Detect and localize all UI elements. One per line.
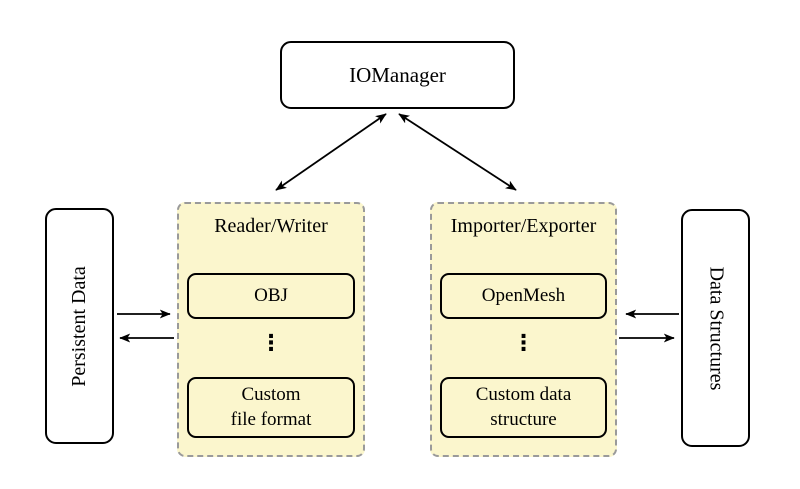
data-structures-node: Data Structures xyxy=(681,209,750,447)
openmesh-box: OpenMesh xyxy=(440,273,607,319)
data-structures-label: Data Structures xyxy=(705,266,728,390)
persistent-data-label: Persistent Data xyxy=(68,265,90,387)
persistent-data-node: Persistent Data xyxy=(45,208,114,444)
custom-file-format-box: Custom file format xyxy=(187,377,355,438)
arrow-iomanager-readerwriter xyxy=(275,113,387,191)
importer-exporter-container: Importer/Exporter OpenMesh ⋮ Custom data… xyxy=(430,202,617,457)
iomanager-label: IOManager xyxy=(349,62,446,87)
obj-box: OBJ xyxy=(187,273,355,319)
obj-label: OBJ xyxy=(254,284,288,306)
custom-data-structure-line1: Custom data xyxy=(475,383,572,405)
importer-exporter-ellipsis: ⋮ xyxy=(512,331,535,356)
custom-data-structure-line2: structure xyxy=(490,408,557,430)
iomanager-node: IOManager xyxy=(280,41,515,109)
custom-data-structure-box: Custom data structure xyxy=(440,377,607,438)
reader-writer-container: Reader/Writer OBJ ⋮ Custom file format xyxy=(177,202,365,457)
openmesh-label: OpenMesh xyxy=(481,284,566,306)
importer-exporter-title: Importer/Exporter xyxy=(450,215,597,237)
custom-file-format-line2: file format xyxy=(230,408,312,430)
custom-file-format-line1: Custom xyxy=(241,383,301,405)
reader-writer-title: Reader/Writer xyxy=(214,215,328,237)
reader-writer-ellipsis: ⋮ xyxy=(260,331,282,356)
arrow-iomanager-importerexporter xyxy=(398,113,517,191)
